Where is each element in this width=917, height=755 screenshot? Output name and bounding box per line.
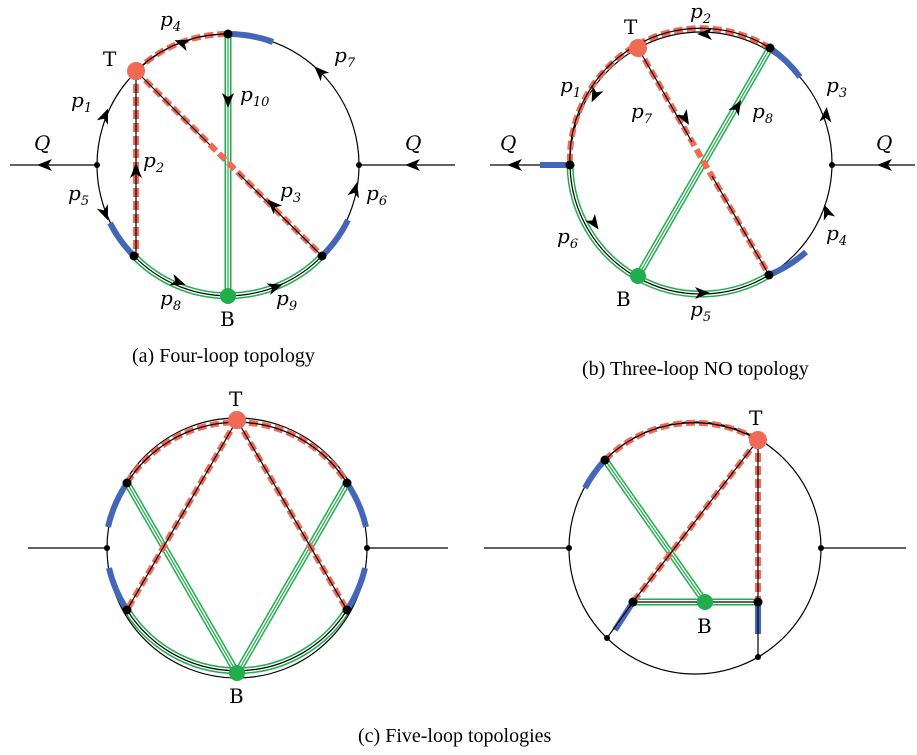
svg-text:p8: p8 — [160, 286, 181, 314]
marker-top — [227, 31, 275, 45]
vertex — [129, 251, 139, 261]
diagram-c-five-loop-left: T B — [28, 387, 448, 708]
svg-text:T: T — [624, 15, 638, 39]
vertex — [223, 29, 233, 39]
diagram-b-three-loop: T B Q Q p2 p1 p7 p8 p3 p4 p6 p5 (b) Thre… — [490, 0, 915, 380]
vertex — [317, 251, 327, 261]
diagram-c-five-loop-right: T B — [484, 406, 906, 675]
vertex — [94, 162, 100, 168]
diagram-a-four-loop: T B Q Q p4 p7 p1 p2 p5 p10 p3 p6 p8 p9 (… — [10, 7, 455, 367]
svg-text:p1: p1 — [71, 88, 92, 116]
svg-text:p7: p7 — [334, 43, 356, 71]
bottom-node — [220, 288, 236, 304]
svg-text:Q: Q — [500, 131, 516, 155]
svg-text:p4: p4 — [826, 221, 847, 249]
svg-text:p1: p1 — [560, 73, 581, 101]
svg-text:T: T — [749, 406, 763, 430]
marker-left — [107, 221, 137, 259]
svg-text:p7: p7 — [631, 99, 653, 127]
svg-text:p2: p2 — [690, 0, 711, 27]
svg-text:Q: Q — [876, 131, 892, 155]
external-label-left: Q — [34, 131, 50, 155]
svg-text:T: T — [229, 387, 243, 411]
arrow-p1 — [96, 106, 114, 125]
svg-text:p3: p3 — [826, 73, 847, 101]
svg-text:B: B — [697, 614, 712, 638]
svg-text:B: B — [229, 684, 244, 708]
svg-text:p9: p9 — [276, 286, 297, 314]
svg-text:p5: p5 — [690, 297, 711, 325]
caption-a: (a) Four-loop topology — [132, 345, 315, 367]
svg-text:B: B — [616, 287, 631, 311]
svg-text:p4: p4 — [160, 7, 181, 35]
svg-text:p10: p10 — [240, 82, 269, 110]
svg-text:p2: p2 — [143, 148, 164, 176]
top-node — [127, 62, 145, 80]
external-label-right: Q — [405, 131, 421, 155]
svg-text:p5: p5 — [68, 181, 89, 209]
caption-c: (c) Five-loop topologies — [358, 725, 552, 747]
marker-right — [319, 218, 351, 259]
svg-text:p6: p6 — [557, 224, 578, 252]
caption-b: (b) Three-loop NO topology — [582, 358, 809, 380]
svg-text:p8: p8 — [752, 99, 773, 127]
svg-text:p3: p3 — [280, 178, 301, 206]
svg-text:p6: p6 — [366, 181, 387, 209]
vertex — [356, 162, 362, 168]
bottom-node-label: B — [220, 307, 235, 331]
top-node-label: T — [103, 47, 117, 71]
arrow-p5 — [96, 204, 114, 223]
